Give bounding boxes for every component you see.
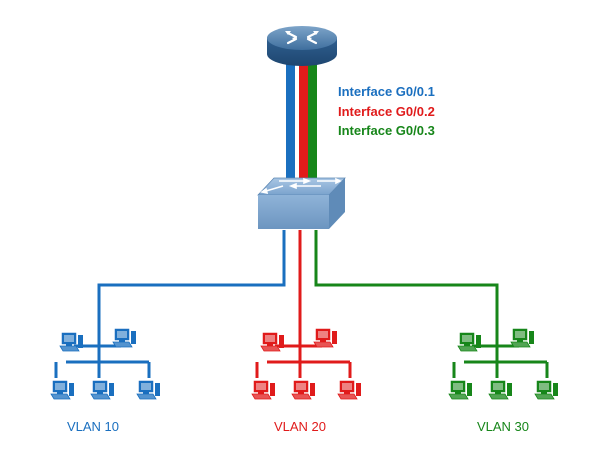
pc-icon <box>50 380 74 400</box>
trunk-link <box>286 62 317 186</box>
pc-icon <box>260 332 284 352</box>
pc-icon <box>448 380 472 400</box>
pc-icon <box>534 380 558 400</box>
pc-icon <box>59 332 83 352</box>
switch-icon <box>257 177 346 229</box>
pc-icon <box>488 380 512 400</box>
vlan30-uplink <box>314 230 499 332</box>
vlan-label-20: VLAN 20 <box>274 419 326 434</box>
pc-icon <box>291 380 315 400</box>
pc-icon <box>510 328 534 348</box>
vlan-cluster <box>448 328 558 400</box>
pc-icon <box>313 328 337 348</box>
pc-icon <box>457 332 481 352</box>
interface-label-g0-0-2: Interface G0/0.2 <box>338 104 435 119</box>
vlan-cluster <box>251 328 361 400</box>
router-icon <box>267 26 337 66</box>
vlan-label-30: VLAN 30 <box>477 419 529 434</box>
pc-icon <box>90 380 114 400</box>
pc-icon <box>251 380 275 400</box>
pc-icon <box>112 328 136 348</box>
vlan-cluster <box>50 328 160 400</box>
pc-icon <box>136 380 160 400</box>
interface-label-g0-0-3: Interface G0/0.3 <box>338 123 435 138</box>
interface-label-g0-0-1: Interface G0/0.1 <box>338 84 435 99</box>
vlan-label-10: VLAN 10 <box>67 419 119 434</box>
vlan10-uplink <box>97 230 286 332</box>
pc-icon <box>337 380 361 400</box>
